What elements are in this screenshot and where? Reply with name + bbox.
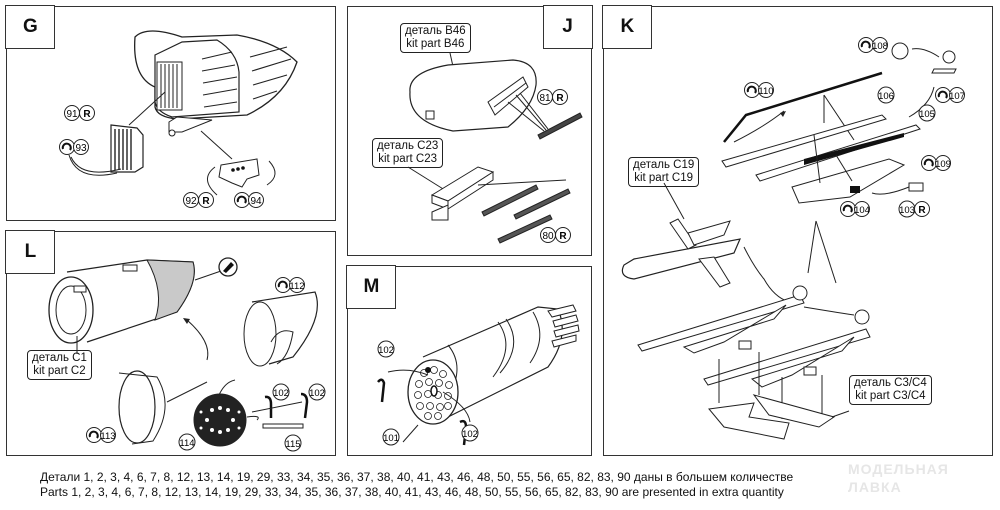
rotate-arrow-icon [746, 85, 757, 94]
resin-part-icon: R [556, 93, 564, 104]
note-en: Parts 1, 2, 3, 4, 6, 7, 8, 12, 13, 14, 1… [40, 485, 784, 499]
svg-text:107: 107 [949, 91, 965, 102]
rotate-arrow-icon [937, 90, 948, 99]
svg-text:102: 102 [273, 388, 289, 399]
callout-c3c4: деталь C3/C4 kit part C3/C4 [849, 375, 932, 405]
rotate-arrow-icon [88, 430, 99, 439]
svg-text:102: 102 [309, 388, 325, 399]
part-91-label: 91 R [64, 105, 95, 121]
part-93-label: 93 [59, 139, 89, 155]
part-104-label: 104 [840, 201, 870, 217]
panel-letter: G [5, 5, 56, 50]
svg-text:114: 114 [179, 438, 194, 449]
svg-text:106: 106 [878, 91, 894, 102]
rotate-arrow-icon [860, 40, 871, 49]
rocket-pod-illustration [377, 304, 580, 446]
tank-and-rails-illustration [407, 52, 583, 244]
part-labels: 112 102 102 113 114 115 [86, 277, 326, 452]
resin-part-icon: R [202, 196, 210, 207]
svg-text:113: 113 [100, 431, 115, 442]
part-labels: 81 R 80 R [537, 89, 571, 243]
note-ru: Детали 1, 2, 3, 4, 6, 7, 8, 12, 13, 14, … [40, 470, 794, 484]
part-105-label: 105 [918, 104, 936, 122]
svg-text:81: 81 [539, 93, 551, 104]
part-81-label: 81 R [537, 89, 568, 105]
rotate-arrow-icon [61, 142, 72, 151]
svg-text:101: 101 [383, 433, 399, 444]
part-102-label: 102 [461, 424, 479, 442]
part-114-label: 114 [178, 433, 196, 451]
panel-letter: L [5, 230, 56, 275]
panel-l: L деталь C1 kit part C2 [5, 230, 336, 456]
callout-c23: деталь C23 kit part C23 [372, 138, 444, 168]
panel-g: G 91 [5, 5, 336, 221]
part-110-label: 110 [744, 82, 774, 98]
svg-text:94: 94 [250, 196, 262, 207]
resin-part-icon: R [83, 109, 91, 120]
callout-c19: деталь C19 kit part C19 [628, 157, 700, 187]
svg-text:93: 93 [75, 143, 87, 154]
rotate-arrow-icon [277, 280, 288, 289]
part-103-label: 103 R [898, 200, 930, 218]
part-107-label: 107 [935, 87, 965, 103]
svg-text:105: 105 [919, 109, 935, 120]
panel-letter: J [542, 5, 593, 50]
paint-brush-icon [218, 257, 238, 277]
svg-text:110: 110 [758, 86, 773, 97]
rotate-arrow-icon [842, 204, 853, 213]
part-102-label: 102 [377, 340, 395, 358]
part-108-label: 108 [858, 37, 888, 53]
part-115-label: 115 [284, 434, 302, 452]
svg-text:115: 115 [285, 439, 300, 450]
svg-text:112: 112 [289, 281, 304, 292]
rotate-arrow-icon [923, 158, 934, 167]
svg-text:91: 91 [66, 109, 78, 120]
svg-text:102: 102 [378, 345, 394, 356]
part-109-label: 109 [921, 155, 951, 171]
svg-text:109: 109 [935, 159, 951, 170]
svg-text:103: 103 [899, 205, 915, 216]
engine-nozzle-illustration [48, 257, 318, 447]
part-labels: 108 110 106 107 105 109 [744, 37, 965, 218]
panel-letter: M [346, 265, 397, 310]
extra-parts-note: Детали 1, 2, 3, 4, 6, 7, 8, 12, 13, 14, … [40, 470, 793, 500]
resin-part-icon: R [559, 231, 567, 242]
part-labels: 102 102 101 [377, 340, 479, 446]
part-92-label: 92 R [183, 192, 214, 208]
part-113-label: 113 [86, 427, 116, 443]
part-94-label: 94 [234, 192, 264, 208]
panel-j: J деталь B46 kit part B46 деталь C23 kit… [347, 5, 593, 256]
part-80-label: 80 R [540, 227, 571, 243]
svg-text:80: 80 [542, 231, 554, 242]
callout-b46: деталь B46 kit part B46 [400, 23, 471, 53]
part-112-label: 112 [275, 277, 305, 293]
missile-launcher-illustration [621, 42, 957, 440]
rotate-arrow-icon [236, 195, 247, 204]
part-labels: 91 R 93 92 R 94 [59, 105, 264, 208]
svg-text:104: 104 [854, 205, 870, 216]
panel-letter: K [602, 5, 653, 50]
panel-m: M 102 102 [346, 265, 592, 456]
part-102-label: 102 [308, 383, 326, 401]
svg-text:102: 102 [462, 429, 478, 440]
resin-part-icon: R [918, 205, 926, 216]
part-102-label: 102 [272, 383, 290, 401]
part-106-label: 106 [877, 86, 895, 104]
svg-text:108: 108 [872, 41, 888, 52]
radar-pod-illustration [68, 30, 298, 196]
svg-text:92: 92 [185, 196, 197, 207]
part-101-label: 101 [382, 428, 400, 446]
panel-k: K деталь C19 kit part C19 деталь C3/C4 k… [602, 5, 993, 456]
callout-c1: деталь C1 kit part C2 [27, 350, 92, 380]
watermark-logo: МОДЕЛЬНАЯ ЛАВКА [848, 461, 949, 495]
